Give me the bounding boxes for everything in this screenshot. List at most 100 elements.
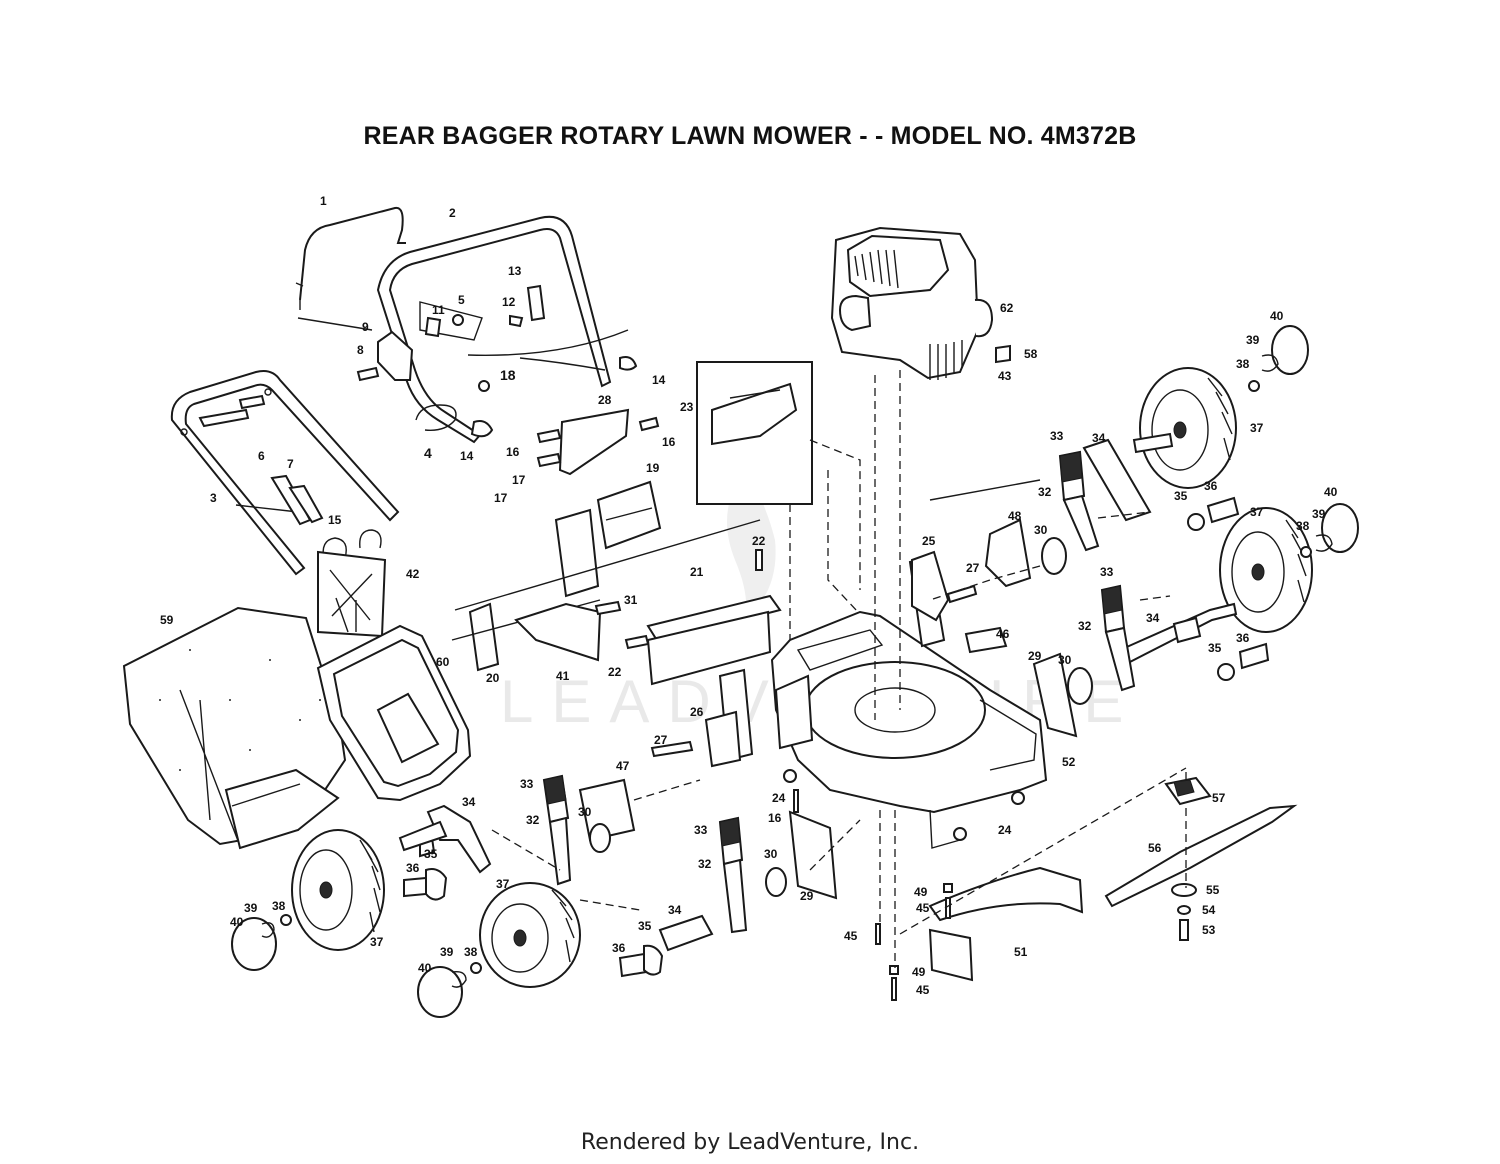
callout-8: 8 — [357, 343, 364, 357]
callout-12: 12 — [502, 295, 516, 309]
callout-19: 19 — [646, 461, 660, 475]
callout-3: 3 — [210, 491, 217, 505]
callout-37b: 37 — [1250, 505, 1264, 519]
callout-62: 62 — [1000, 301, 1014, 315]
callout-33d: 33 — [694, 823, 708, 837]
callout-52: 52 — [1062, 755, 1076, 769]
callout-26: 26 — [690, 705, 704, 719]
callout-57: 57 — [1212, 791, 1226, 805]
side-brackets-25-26 — [704, 550, 950, 768]
callout-2: 2 — [449, 206, 456, 220]
part-callouts: 1 2 3 4 5 6 7 8 9 11 12 13 14 14 15 16 1… — [160, 194, 1338, 997]
callout-6: 6 — [258, 449, 265, 463]
callout-17a: 17 — [512, 473, 526, 487]
callout-40c: 40 — [230, 915, 244, 929]
callout-53: 53 — [1202, 923, 1216, 937]
callout-4: 4 — [424, 445, 432, 461]
callout-23: 23 — [680, 400, 694, 414]
callout-33c: 33 — [520, 777, 534, 791]
callout-14a: 14 — [652, 373, 666, 387]
callout-43: 43 — [998, 369, 1012, 383]
callout-16a: 16 — [506, 445, 520, 459]
callout-32c: 32 — [526, 813, 540, 827]
callout-35b: 35 — [1208, 641, 1222, 655]
callout-22b: 22 — [608, 665, 622, 679]
callout-36b: 36 — [1236, 631, 1250, 645]
callout-39b: 39 — [1312, 507, 1326, 521]
axle-bracket-left-rear-part-34 — [398, 804, 492, 874]
callout-33a: 33 — [1050, 429, 1064, 443]
callout-38c: 38 — [272, 899, 286, 913]
blade-part-56 — [1104, 804, 1298, 908]
callout-33b: 33 — [1100, 565, 1114, 579]
callout-47: 47 — [616, 759, 630, 773]
wheel-hardware-left-rear — [231, 836, 448, 971]
callout-41: 41 — [556, 669, 570, 683]
callout-21: 21 — [690, 565, 704, 579]
callout-28: 28 — [598, 393, 612, 407]
door-part-42 — [317, 550, 387, 638]
callout-45a: 45 — [916, 901, 930, 915]
callout-5: 5 — [458, 293, 465, 307]
leader-lines — [491, 370, 1187, 968]
height-adjuster-left-front-parts-32-33 — [718, 810, 838, 934]
callout-60: 60 — [436, 655, 450, 669]
callout-40d: 40 — [418, 961, 432, 975]
callout-34b: 34 — [1146, 611, 1160, 625]
callout-9: 9 — [362, 320, 369, 334]
callout-38a: 38 — [1236, 357, 1250, 371]
callout-22a: 22 — [752, 534, 766, 548]
blade-adapter-part-57 — [1164, 776, 1212, 806]
callout-7: 7 — [287, 457, 294, 471]
callout-46: 46 — [996, 627, 1010, 641]
callout-39d: 39 — [440, 945, 454, 959]
callout-16c: 16 — [768, 811, 782, 825]
callout-35d: 35 — [638, 919, 652, 933]
callout-40b: 40 — [1324, 485, 1338, 499]
callout-30c: 30 — [578, 805, 592, 819]
callout-35c: 35 — [424, 847, 438, 861]
wheel-hardware-right — [1187, 325, 1359, 681]
callout-32d: 32 — [698, 857, 712, 871]
callout-40a: 40 — [1270, 309, 1284, 323]
callout-29b: 29 — [800, 889, 814, 903]
callout-54: 54 — [1202, 903, 1216, 917]
callout-36c: 36 — [406, 861, 420, 875]
callout-24b: 24 — [998, 823, 1012, 837]
callout-11: 11 — [432, 303, 445, 317]
callout-31: 31 — [624, 593, 638, 607]
callout-55: 55 — [1206, 883, 1220, 897]
callout-14b: 14 — [460, 449, 474, 463]
callout-34c: 34 — [462, 795, 476, 809]
front-wheel-right-part-37 — [1219, 507, 1313, 633]
callout-58: 58 — [1024, 347, 1038, 361]
bag-frame-part-60 — [316, 624, 472, 802]
callout-16b: 16 — [662, 435, 676, 449]
callout-49a: 49 — [914, 885, 928, 899]
callout-32a: 32 — [1038, 485, 1052, 499]
grass-bag-part-59 — [122, 606, 347, 850]
callout-45b: 45 — [844, 929, 858, 943]
blade-hardware-parts-53-55 — [1171, 883, 1197, 941]
callout-30b: 30 — [1058, 653, 1072, 667]
callout-32b: 32 — [1078, 619, 1092, 633]
callout-42: 42 — [406, 567, 420, 581]
lower-handle-part-3 — [170, 370, 400, 576]
callout-30d: 30 — [764, 847, 778, 861]
callout-38b: 38 — [1296, 519, 1310, 533]
deck-fasteners — [536, 416, 1025, 1001]
callout-39a: 39 — [1246, 333, 1260, 347]
callout-39c: 39 — [244, 901, 258, 915]
front-wheel-left-part-37 — [479, 882, 581, 988]
inset-box-part-23 — [696, 361, 813, 505]
watermark-flame-icon — [727, 470, 776, 620]
rear-wheel-left-part-37 — [291, 829, 385, 951]
main-handle-part-2 — [376, 215, 629, 444]
diagram-title: REAR BAGGER ROTARY LAWN MOWER - - MODEL … — [363, 122, 1137, 150]
callout-13: 13 — [508, 264, 522, 278]
callout-30a: 30 — [1034, 523, 1048, 537]
callout-45c: 45 — [916, 983, 930, 997]
callout-49b: 49 — [912, 965, 926, 979]
callout-20: 20 — [486, 671, 500, 685]
